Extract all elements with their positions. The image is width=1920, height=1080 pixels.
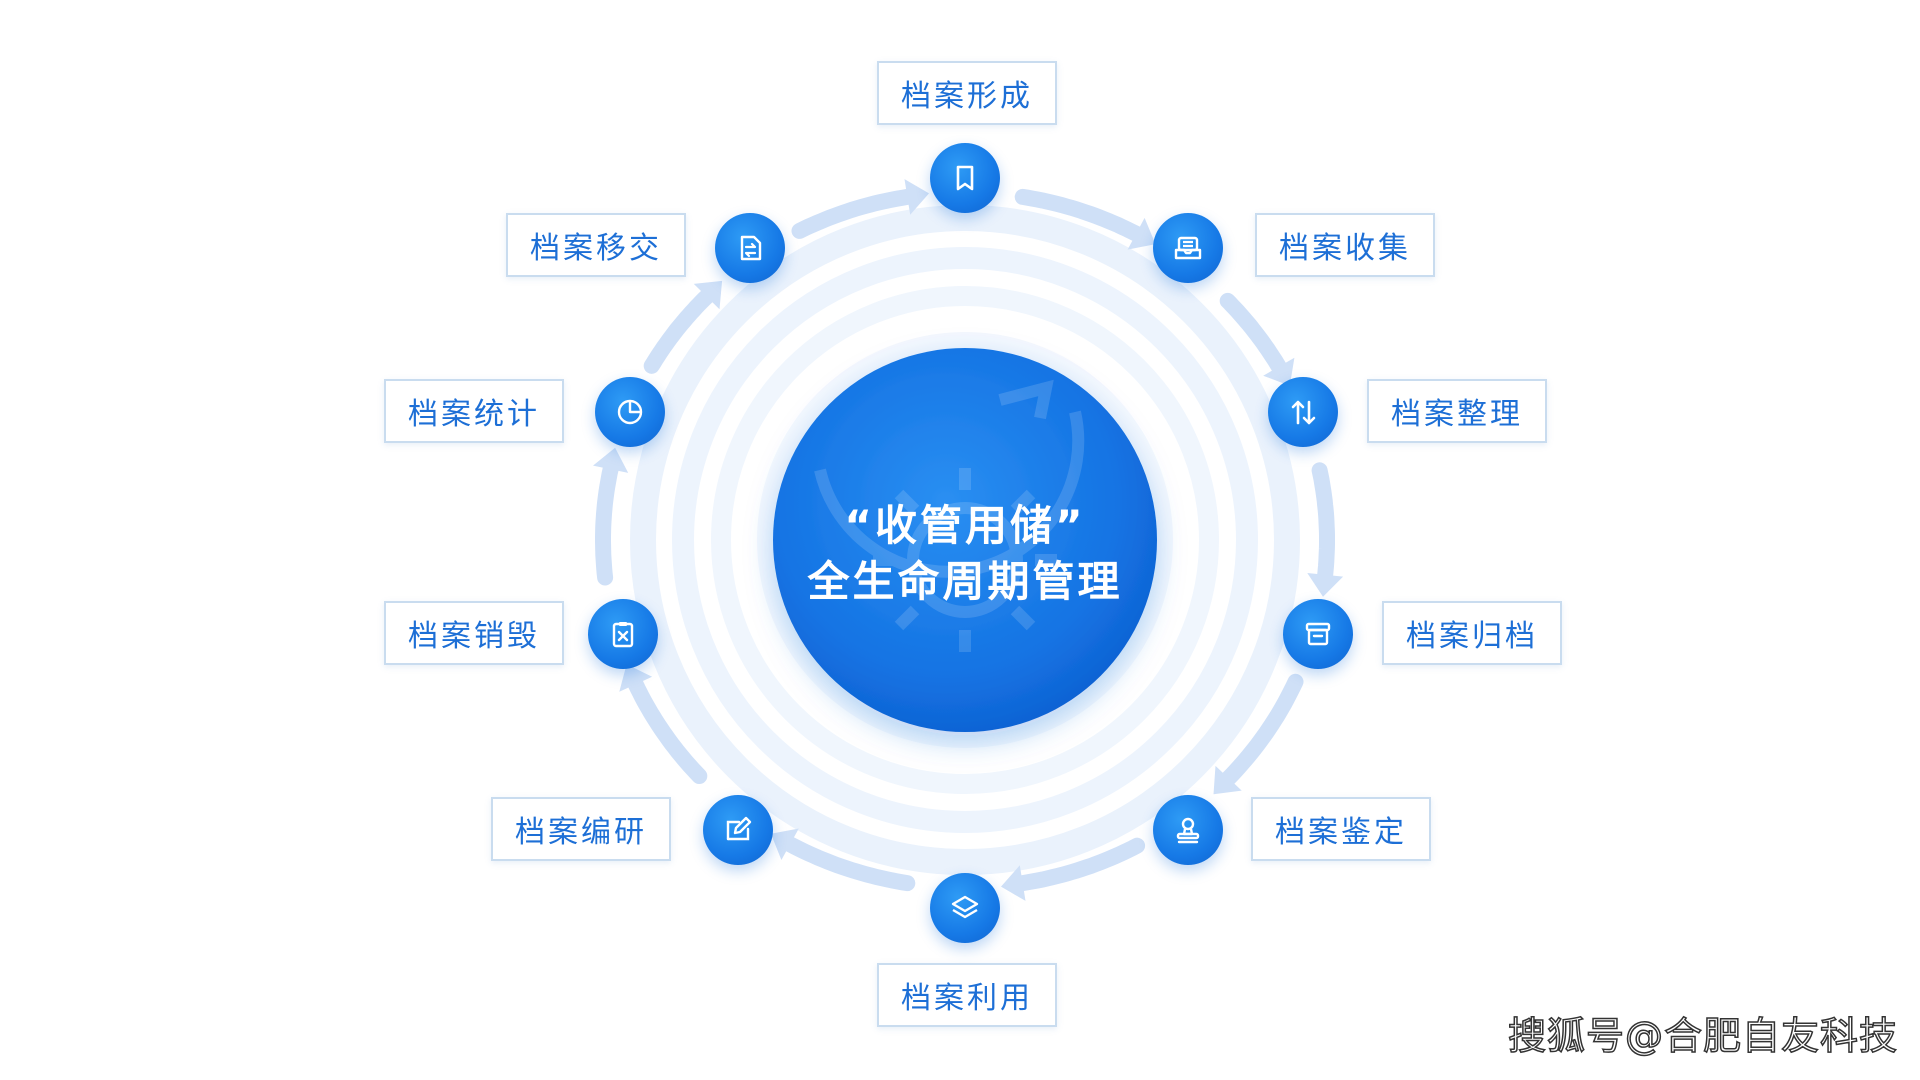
center-core	[773, 348, 1157, 732]
sort-arrows-icon	[1291, 400, 1316, 425]
node-destruction-clipboard-x-icon[interactable]	[588, 599, 658, 669]
node-label-archive[interactable]: 档案归档	[1382, 601, 1562, 665]
stamp-icon	[1176, 817, 1200, 844]
node-label-destruction[interactable]: 档案销毁	[384, 601, 564, 665]
flow-arrow-head	[1263, 357, 1295, 386]
node-statistics-pie-chart-icon[interactable]	[595, 377, 665, 447]
archive-box-icon	[1305, 622, 1331, 646]
node-transfer-file-transfer-icon[interactable]	[715, 213, 785, 283]
node-appraisal-stamp-icon[interactable]	[1153, 795, 1223, 865]
flow-arrow-head	[904, 179, 929, 215]
flow-arrow-shaft	[595, 461, 619, 586]
node-label-statistics[interactable]: 档案统计	[384, 379, 564, 443]
node-research-edit-icon[interactable]	[703, 795, 773, 865]
flow-arrow-shaft	[1311, 462, 1335, 583]
flow-arrow-head	[619, 664, 653, 692]
flow-arrow-shaft	[791, 188, 916, 239]
flow-arrow-shaft	[1014, 837, 1146, 892]
center-title: “收管用储”	[844, 501, 1086, 550]
node-label-utilization[interactable]: 档案利用	[877, 963, 1057, 1027]
node-label-transfer[interactable]: 档案移交	[506, 213, 686, 277]
gear-icon	[814, 379, 1085, 652]
file-transfer-icon	[740, 235, 762, 261]
flow-arrow-shaft	[627, 676, 708, 784]
edit-icon	[726, 816, 752, 841]
node-label-appraisal[interactable]: 档案鉴定	[1251, 797, 1431, 861]
center-subtitle: 全生命周期管理	[807, 557, 1123, 606]
watermark: 搜狐号@合肥自友科技	[1507, 1013, 1898, 1059]
flow-arrow-head	[1001, 865, 1026, 901]
flow-arrow-shaft	[1014, 188, 1145, 242]
node-utilization-layers-icon[interactable]	[930, 873, 1000, 943]
pie-chart-icon	[617, 399, 643, 425]
flow-arrow-head	[1127, 217, 1156, 250]
flow-arrow-head	[1307, 573, 1344, 597]
node-label-formation[interactable]: 档案形成	[877, 61, 1057, 125]
bookmark-icon	[956, 165, 974, 191]
flow-arrow-shaft	[643, 288, 715, 374]
flow-arrow-head	[593, 447, 629, 473]
layers-icon	[951, 895, 979, 919]
ring-outer	[630, 205, 1300, 875]
flow-arrow-shaft	[1220, 673, 1304, 787]
node-archive-archive-box-icon[interactable]	[1283, 599, 1353, 669]
flow-arrow-shaft	[782, 836, 916, 892]
flow-arrow-head	[693, 280, 723, 310]
node-formation-bookmark-icon[interactable]	[930, 143, 1000, 213]
flow-arrow-head	[1213, 765, 1242, 795]
ring-middle	[672, 247, 1258, 833]
flow-arrow-head	[770, 828, 799, 860]
node-label-research[interactable]: 档案编研	[491, 797, 671, 861]
node-collection-inbox-tray-icon[interactable]	[1153, 213, 1223, 283]
node-label-collection[interactable]: 档案收集	[1255, 213, 1435, 277]
inbox-tray-icon	[1174, 236, 1202, 260]
node-organize-sort-arrows-icon[interactable]	[1268, 377, 1338, 447]
flow-arrow-shaft	[1219, 292, 1287, 375]
node-label-organize[interactable]: 档案整理	[1367, 379, 1547, 443]
flow-arrows	[593, 179, 1344, 901]
ring-inner	[711, 286, 1219, 794]
clipboard-x-icon	[612, 622, 634, 648]
